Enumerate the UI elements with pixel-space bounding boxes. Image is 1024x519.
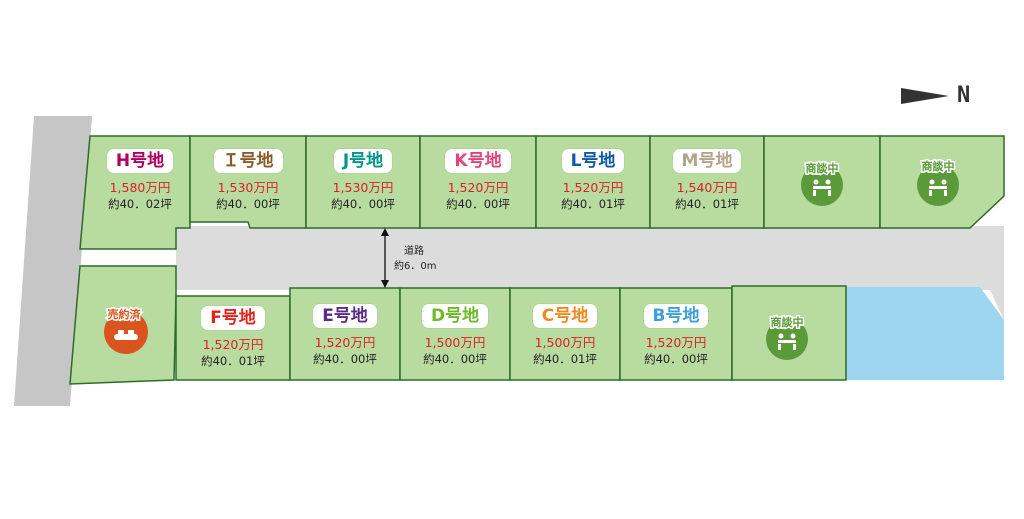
lot-price: 1,520万円 bbox=[562, 180, 624, 195]
lot-m[interactable]: M号地 1,540万円 約40．01坪 bbox=[650, 149, 764, 211]
lot-label: C号地 bbox=[532, 304, 598, 328]
lot-area: 約40．01坪 bbox=[675, 197, 739, 211]
lot-area: 約40．00坪 bbox=[331, 197, 395, 211]
lot-b-shape bbox=[619, 287, 733, 381]
lot-label: J号地 bbox=[333, 149, 393, 173]
lot-price: 1,530万円 bbox=[332, 180, 394, 195]
water-area bbox=[846, 287, 1004, 380]
lot-price: 1,500万円 bbox=[534, 335, 596, 350]
lot-price: 1,500万円 bbox=[424, 335, 486, 350]
main-road bbox=[176, 226, 1004, 320]
lot-area: 約40．00坪 bbox=[644, 352, 708, 366]
lot-area: 約40．00坪 bbox=[446, 197, 510, 211]
lot-area: 約40．02坪 bbox=[108, 197, 172, 211]
lot-area: 約40．01坪 bbox=[561, 197, 625, 211]
handshake-icon bbox=[114, 330, 138, 340]
lot-d-shape bbox=[399, 287, 511, 381]
road-name-label: 道路 bbox=[404, 246, 424, 257]
lot-d[interactable]: D号地 1,500万円 約40．00坪 bbox=[400, 304, 510, 366]
lot-e[interactable]: E号地 1,520万円 約40．00坪 bbox=[290, 304, 400, 366]
negotiating-badge-2: 商談中 bbox=[917, 158, 959, 206]
lot-area: 約40．00坪 bbox=[216, 197, 280, 211]
lot-label: D号地 bbox=[421, 304, 489, 328]
lot-area: 約40．01坪 bbox=[201, 354, 265, 368]
lot-price: 1,580万円 bbox=[109, 180, 171, 195]
lot-label: H号地 bbox=[106, 149, 174, 173]
road-width-label: 約6．0m bbox=[394, 261, 437, 272]
lot-price: 1,520万円 bbox=[447, 180, 509, 195]
negotiating-text: 商談中 bbox=[922, 159, 955, 173]
lot-label: B号地 bbox=[643, 304, 709, 328]
lot-area: 約40．00坪 bbox=[423, 352, 487, 366]
lot-label: M号地 bbox=[672, 149, 742, 173]
lot-price: 1,540万円 bbox=[676, 180, 738, 195]
lot-price: 1,520万円 bbox=[202, 337, 264, 352]
lot-label: L号地 bbox=[561, 149, 625, 173]
negotiating-badge-1: 商談中 bbox=[801, 160, 843, 206]
meeting-icon bbox=[813, 179, 831, 196]
lot-c-shape bbox=[509, 287, 621, 381]
lot-area: 約40．01坪 bbox=[533, 352, 597, 366]
lot-l[interactable]: L号地 1,520万円 約40．01坪 bbox=[536, 149, 650, 211]
sold-text: 売約済 bbox=[108, 307, 142, 321]
lot-label: K号地 bbox=[445, 149, 511, 173]
lot-c[interactable]: C号地 1,500万円 約40．01坪 bbox=[510, 304, 620, 366]
lot-price: 1,520万円 bbox=[645, 335, 707, 350]
negotiating-text: 商談中 bbox=[806, 161, 839, 175]
lot-h[interactable]: H号地 1,580万円 約40．02坪 bbox=[90, 149, 190, 211]
lot-label: Ｉ号地 bbox=[213, 149, 283, 173]
road-width-arrow bbox=[381, 228, 389, 288]
negotiating-text: 商談中 bbox=[771, 315, 804, 329]
lot-b[interactable]: B号地 1,520万円 約40．00坪 bbox=[620, 304, 732, 366]
sold-badge: 売約済 bbox=[104, 306, 148, 354]
north-label: N bbox=[957, 83, 971, 108]
side-road bbox=[14, 116, 92, 406]
lot-k[interactable]: K号地 1,520万円 約40．00坪 bbox=[420, 149, 536, 211]
meeting-icon bbox=[929, 179, 947, 196]
lot-label: E号地 bbox=[313, 304, 377, 328]
lot-f[interactable]: F号地 1,520万円 約40．01坪 bbox=[176, 306, 290, 368]
lot-label: F号地 bbox=[201, 306, 265, 330]
negotiating-badge-3: 商談中 bbox=[766, 314, 808, 360]
meeting-icon bbox=[778, 333, 796, 350]
lot-j[interactable]: J号地 1,530万円 約40．00坪 bbox=[306, 149, 420, 211]
lot-price: 1,530万円 bbox=[217, 180, 279, 195]
lot-area: 約40．00坪 bbox=[313, 352, 377, 366]
lot-i[interactable]: Ｉ号地 1,530万円 約40．00坪 bbox=[190, 149, 306, 211]
lot-price: 1,520万円 bbox=[314, 335, 376, 350]
north-arrow-icon bbox=[901, 88, 949, 104]
